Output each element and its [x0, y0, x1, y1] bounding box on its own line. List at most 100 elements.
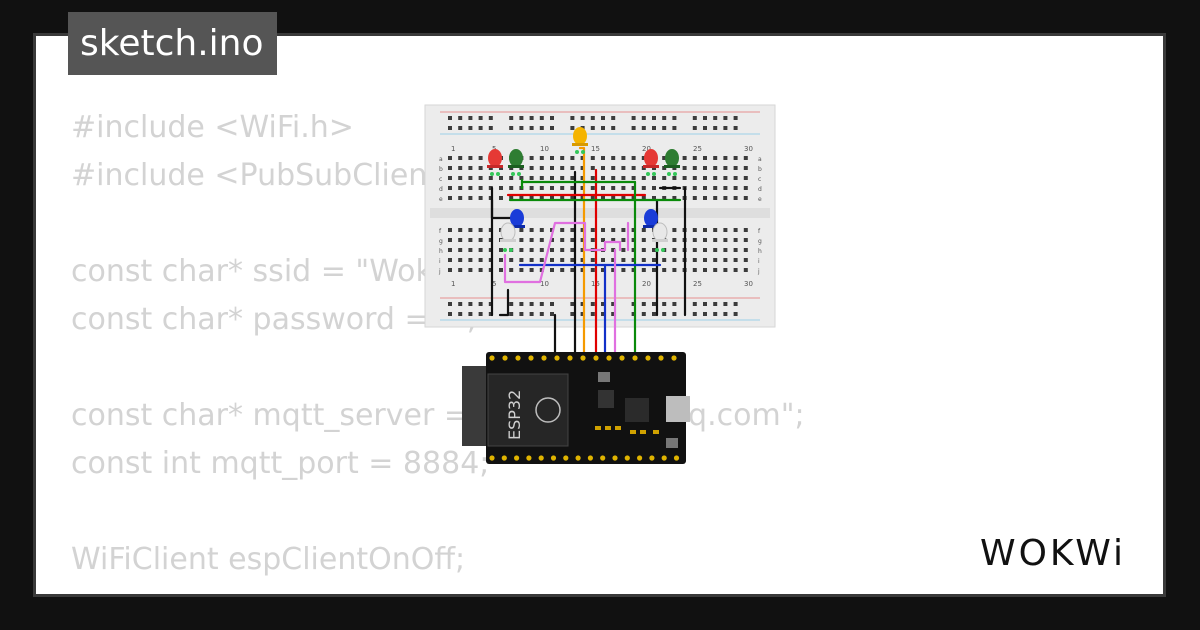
breadboard-hole [703, 156, 707, 160]
esp32-pin[interactable] [637, 455, 643, 461]
esp32-pin[interactable] [514, 455, 520, 461]
wire-pink[interactable] [503, 253, 527, 284]
esp32-pin[interactable] [567, 355, 573, 361]
esp32-pin[interactable] [489, 355, 495, 361]
breadboard-hole [590, 268, 595, 272]
breadboard-hole [621, 166, 626, 170]
breadboard-hole [550, 116, 554, 120]
breadboard-hole [672, 312, 677, 316]
breadboard-hole [478, 268, 483, 272]
esp32-pin[interactable] [619, 355, 625, 361]
esp32-pin[interactable] [587, 455, 593, 461]
code-line: #include <WiFi.h> [71, 110, 354, 145]
esp32-pin[interactable] [528, 355, 534, 361]
breadboard-hole [743, 156, 748, 160]
esp32-pin[interactable] [645, 355, 651, 361]
breadboard-hole [560, 268, 565, 272]
leds [487, 127, 680, 252]
led-green[interactable] [508, 149, 524, 176]
breadboard-hole [713, 126, 718, 130]
breadboard-hole [652, 186, 656, 190]
breadboard-hole [621, 228, 626, 232]
esp32-pin[interactable] [661, 455, 667, 461]
led-yellow[interactable] [572, 127, 588, 154]
led-blue[interactable] [643, 209, 659, 228]
breadboard-hole [570, 268, 575, 272]
breadboard-hole [641, 268, 646, 272]
breadboard-hole [723, 268, 728, 272]
breadboard-hole [580, 196, 585, 200]
esp32-pin[interactable] [489, 455, 495, 461]
esp32-pin[interactable] [575, 455, 581, 461]
led-green[interactable] [664, 149, 680, 176]
breadboard-hole [539, 312, 544, 316]
breadboard-hole [692, 186, 697, 190]
reset-button[interactable] [598, 372, 610, 382]
breadboard-hole [692, 196, 697, 200]
breadboard-hole [539, 116, 544, 120]
led-white[interactable] [500, 222, 516, 252]
breadboard-hole [519, 116, 524, 120]
wire-black[interactable] [498, 288, 510, 317]
esp32-pin[interactable] [563, 455, 569, 461]
row-letter: h [439, 248, 443, 255]
esp32-pin[interactable] [580, 355, 586, 361]
breadboard-hole [519, 312, 524, 316]
breadboard-hole [550, 258, 554, 262]
code-line: const int mqtt_port = 8884; [71, 446, 490, 481]
breadboard-hole [529, 238, 534, 242]
esp32-pin[interactable] [515, 355, 521, 361]
esp32-pin[interactable] [600, 455, 606, 461]
col-number: 20 [642, 280, 651, 288]
esp32-board[interactable]: ESP32 [462, 352, 690, 464]
breadboard-hole [519, 248, 524, 252]
code-preview: #include <WiFi.h>#include <PubSubClient.… [71, 104, 805, 594]
breadboard-hole [733, 156, 738, 160]
row-letter: j [757, 268, 760, 275]
esp32-pin[interactable] [671, 355, 677, 361]
esp32-pin-row-bottom [489, 455, 680, 461]
breadboard-hole [499, 258, 503, 262]
esp32-pin[interactable] [502, 355, 508, 361]
esp32-pin[interactable] [612, 455, 618, 461]
led-red[interactable] [643, 149, 659, 176]
esp32-pin[interactable] [541, 355, 547, 361]
led-white[interactable] [652, 222, 668, 252]
row-letter: b [758, 166, 762, 173]
wires [490, 146, 687, 354]
esp32-pin[interactable] [658, 355, 664, 361]
breadboard-hole [733, 228, 738, 232]
micro-usb-port[interactable] [666, 396, 690, 422]
breadboard-hole [692, 258, 697, 262]
breadboard-hole [488, 176, 493, 180]
esp32-pin[interactable] [593, 355, 599, 361]
col-number: 20 [642, 145, 651, 153]
breadboard-hole [448, 312, 452, 316]
breadboard-hole [631, 248, 636, 252]
row-letter: f [758, 228, 761, 235]
esp32-pin[interactable] [606, 355, 612, 361]
esp32-pin[interactable] [624, 455, 630, 461]
led-red[interactable] [487, 149, 503, 176]
breadboard-hole [580, 166, 585, 170]
wire-green[interactable] [520, 178, 637, 190]
led-blue[interactable] [509, 209, 525, 228]
esp32-pin[interactable] [649, 455, 655, 461]
breadboard-hole [560, 238, 565, 242]
esp32-pin[interactable] [501, 455, 507, 461]
breadboard-hole [713, 186, 718, 190]
breadboard-hole [743, 268, 748, 272]
breadboard-hole [733, 302, 738, 306]
wire-pink[interactable] [523, 221, 622, 284]
esp32-pin[interactable] [526, 455, 532, 461]
esp32-pin[interactable] [538, 455, 544, 461]
file-title-tab[interactable]: sketch.ino [68, 12, 278, 75]
breadboard-hole [570, 186, 575, 190]
wire-orange[interactable] [578, 146, 586, 354]
breadboard-hole [672, 238, 677, 242]
boot-button[interactable] [666, 438, 678, 448]
esp32-pin[interactable] [554, 355, 560, 361]
esp32-pin[interactable] [632, 355, 638, 361]
esp32-pin[interactable] [673, 455, 680, 461]
esp32-pin[interactable] [550, 455, 557, 461]
